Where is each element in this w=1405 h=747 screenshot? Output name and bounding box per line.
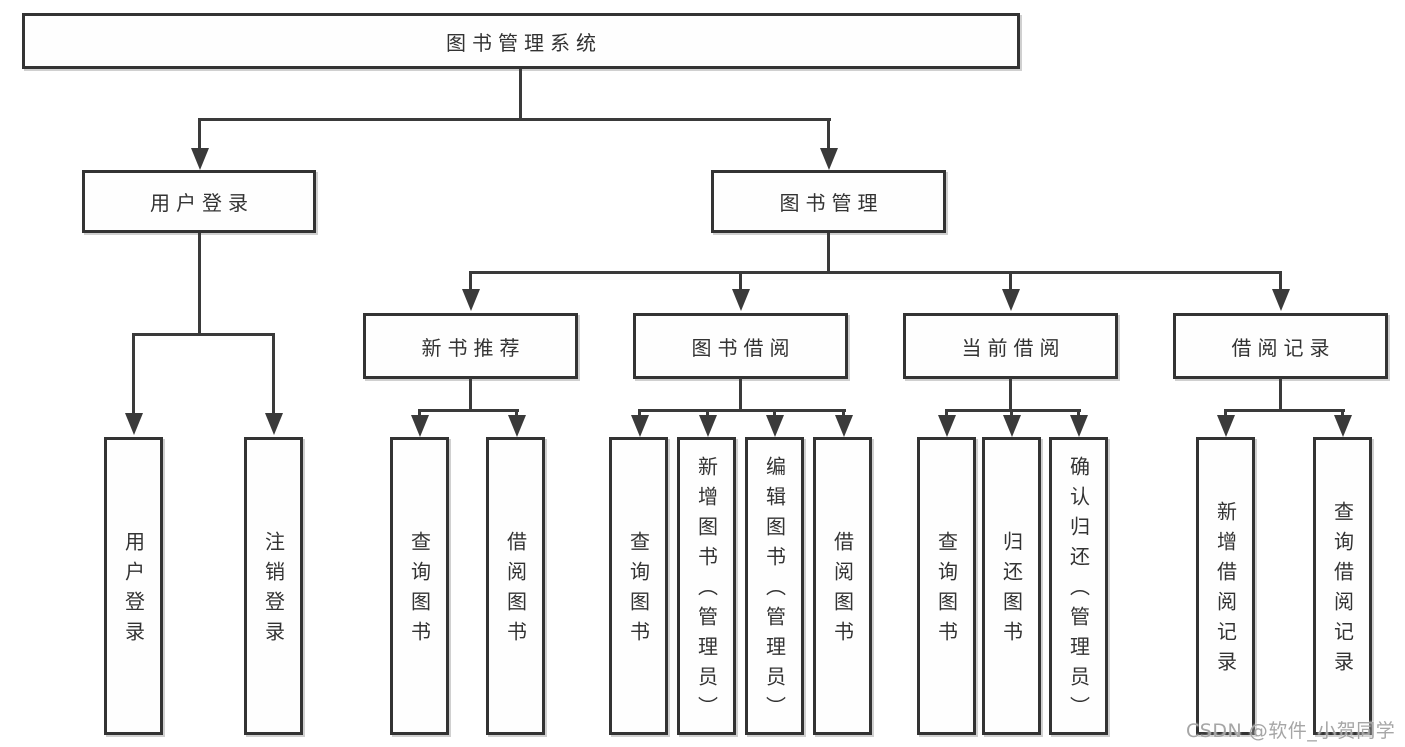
connector-current-borrow-hline [945, 409, 1081, 412]
node-borrow-records: 借阅记录 [1173, 313, 1388, 379]
leaf-label: 注销登录 [261, 531, 286, 651]
connector-borrow-records-stem [1279, 378, 1282, 411]
arrow-to-book-borrow [739, 271, 742, 289]
leaf-label: 新增图书（管理员） [694, 456, 719, 726]
leaf-label: 新增借阅记录 [1213, 501, 1238, 681]
leaf-user-login: 用户登录 [104, 437, 163, 735]
arrow-to-current-borrow [1009, 271, 1012, 289]
node-user-login: 用户登录 [82, 170, 316, 233]
leaf-cb-confirm-return-admin: 确认归还（管理员） [1049, 437, 1108, 735]
arrow-to-cb-confirm [1077, 409, 1080, 415]
arrow-to-br-query [1341, 409, 1344, 415]
arrow-to-borrow-records [1279, 271, 1282, 289]
leaf-label: 归还图书 [999, 531, 1024, 651]
node-library-management-system: 图书管理系统 [22, 13, 1020, 69]
leaf-label: 确认归还（管理员） [1066, 456, 1091, 726]
leaf-nb-query-books: 查询图书 [390, 437, 449, 735]
connector-book-mgmt-hline [469, 271, 1282, 274]
leaf-label: 用户登录 [121, 531, 146, 651]
node-label: 图书管理 [779, 191, 884, 215]
arrow-to-bw-borrow [842, 409, 845, 415]
arrow-to-nb-borrow [515, 409, 518, 415]
connector-current-borrow-stem [1009, 378, 1012, 411]
arrow-to-book-management [827, 118, 830, 148]
connector-borrow-records-hline [1224, 409, 1345, 412]
arrow-to-cb-query [945, 409, 948, 415]
leaf-nb-borrow-books: 借阅图书 [486, 437, 545, 735]
node-new-book-recommend: 新书推荐 [363, 313, 578, 379]
leaf-label: 借阅图书 [503, 531, 528, 651]
node-label: 新书推荐 [421, 335, 526, 360]
node-book-management: 图书管理 [711, 170, 946, 233]
connector-user-login-hline [132, 333, 275, 336]
arrow-to-user-login [198, 118, 201, 148]
arrow-to-leaf-logout [272, 333, 275, 413]
leaf-label: 编辑图书（管理员） [762, 456, 787, 726]
leaf-bw-add-books-admin: 新增图书（管理员） [677, 437, 736, 735]
leaf-br-add-record: 新增借阅记录 [1196, 437, 1255, 735]
leaf-logout: 注销登录 [244, 437, 303, 735]
csdn-watermark: CSDN @软件_小贺同学 [1186, 720, 1396, 742]
leaf-bw-query-books: 查询图书 [609, 437, 668, 735]
connector-root-hline [198, 118, 831, 121]
leaf-label: 查询图书 [626, 531, 651, 651]
arrow-to-bw-query [638, 409, 641, 415]
leaf-label: 查询借阅记录 [1330, 501, 1355, 681]
connector-book-borrow-stem [739, 378, 742, 411]
leaf-br-query-record: 查询借阅记录 [1313, 437, 1372, 735]
node-label: 图书管理系统 [446, 30, 602, 55]
arrow-to-br-add [1224, 409, 1227, 415]
arrow-to-nb-query [418, 409, 421, 415]
leaf-bw-borrow-books: 借阅图书 [813, 437, 872, 735]
node-label: 借阅记录 [1231, 335, 1336, 360]
node-label: 当前借阅 [961, 335, 1066, 360]
arrow-to-leaf-user-login [132, 333, 135, 413]
connector-new-book-hline [418, 409, 519, 412]
connector-book-mgmt-stem [827, 233, 830, 273]
leaf-cb-return-books: 归还图书 [982, 437, 1041, 735]
connector-new-book-stem [469, 378, 472, 411]
node-label: 用户登录 [150, 191, 254, 215]
arrow-to-bw-edit [773, 409, 776, 415]
node-current-borrow: 当前借阅 [903, 313, 1118, 379]
arrow-to-bw-add [706, 409, 709, 415]
connector-user-login-stem [198, 233, 201, 336]
arrow-to-new-book [469, 271, 472, 289]
leaf-label: 查询图书 [407, 531, 432, 651]
connector-book-borrow-hline [638, 409, 846, 412]
leaf-label: 查询图书 [934, 531, 959, 651]
arrow-to-cb-return [1010, 409, 1013, 415]
leaf-cb-query-books: 查询图书 [917, 437, 976, 735]
leaf-bw-edit-books-admin: 编辑图书（管理员） [745, 437, 804, 735]
node-label: 图书借阅 [691, 335, 796, 360]
node-book-borrow: 图书借阅 [633, 313, 848, 379]
connector-root-stem [519, 69, 522, 120]
leaf-label: 借阅图书 [830, 531, 855, 651]
